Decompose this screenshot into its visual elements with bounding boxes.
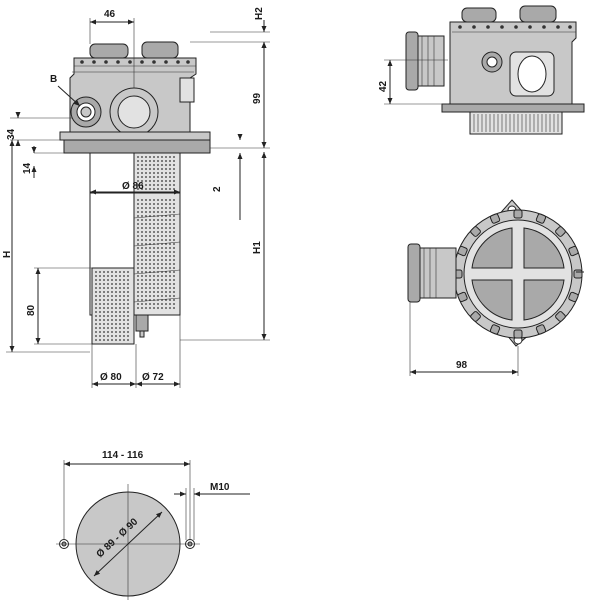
front-view-dimensions: 42 <box>378 59 448 105</box>
dim-dia-80: Ø 80 <box>100 372 122 383</box>
top-view <box>407 199 584 347</box>
dim-h1: H1 <box>252 241 263 254</box>
dim-14: 14 <box>22 162 33 174</box>
dim-114-116: 114 - 116 <box>102 450 144 461</box>
dim-dia-86: Ø 86 <box>122 181 144 192</box>
dim-42: 42 <box>378 80 389 92</box>
dim-80-height: 80 <box>26 304 37 316</box>
mounting-pattern: Ø 89 - Ø 90 114 - 116 M10 <box>56 450 250 600</box>
dim-2: 2 <box>212 186 223 192</box>
front-view <box>405 5 585 135</box>
dim-h2: H2 <box>254 7 265 20</box>
label-b: B <box>50 74 57 85</box>
dim-34: 34 <box>6 128 17 140</box>
rim-teeth <box>453 209 583 339</box>
dim-46: 46 <box>104 9 116 20</box>
perforation-pattern <box>95 156 175 341</box>
tube-hatching <box>473 114 559 132</box>
side-view-dimensions: 46 H2 99 H1 2 B 34 14 <box>2 7 270 388</box>
side-view <box>59 41 211 345</box>
dim-99: 99 <box>252 92 263 104</box>
top-view-dimensions: 98 <box>409 302 519 376</box>
dim-h: H <box>2 251 13 258</box>
dim-dia-72: Ø 72 <box>142 372 164 383</box>
dim-98: 98 <box>456 360 468 371</box>
dim-m10: M10 <box>210 482 230 493</box>
